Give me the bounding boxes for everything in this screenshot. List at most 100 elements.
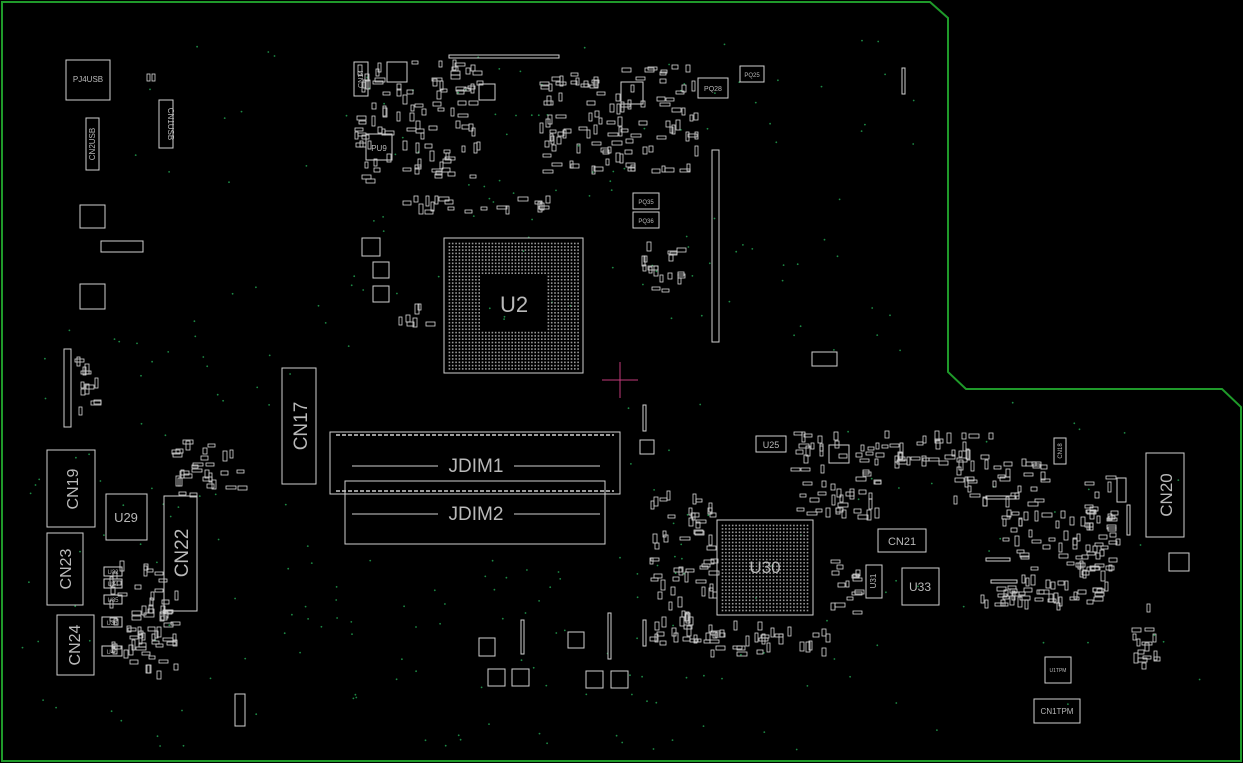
component-u36[interactable]: U36: [101, 616, 123, 628]
u29-label: U29: [114, 510, 138, 525]
pq28-label: PQ28: [704, 86, 722, 93]
cn18-label: CN18: [1058, 443, 1064, 459]
component-jdim2[interactable]: JDIM2: [344, 480, 606, 545]
cn23-label: CN23: [58, 548, 75, 589]
pads-right-edge: [1168, 552, 1190, 572]
component-cn23[interactable]: CN23: [46, 532, 84, 606]
component-u29[interactable]: U29: [105, 493, 148, 541]
cn2usb-label: CN2USB: [88, 128, 97, 160]
u35-label: U35: [107, 598, 119, 604]
u2-ball-grid: [448, 242, 579, 370]
connector-left-small[interactable]: [100, 240, 144, 253]
u30-label: U30: [749, 558, 780, 577]
chip-left-of-u2-b[interactable]: [372, 261, 390, 279]
u40-label: U40: [106, 650, 118, 656]
strip-mid-a: [642, 404, 647, 432]
chip-mid-small[interactable]: [639, 439, 655, 455]
component-u34[interactable]: U34: [103, 578, 123, 589]
chip-top-c[interactable]: [620, 81, 644, 105]
u33-label: U33: [909, 580, 931, 594]
component-cn1tpm[interactable]: CN1TPM: [1033, 698, 1081, 724]
pj4usb-label: PJ4USB: [73, 75, 103, 84]
component-u35[interactable]: U35: [103, 594, 123, 605]
chip-left-of-u2-c[interactable]: [372, 285, 390, 303]
u36-label: U36: [106, 621, 118, 627]
cn19-label: CN19: [65, 468, 82, 509]
component-cn2usb[interactable]: CN2USB: [85, 117, 100, 171]
pu9-label: PU9: [371, 144, 387, 153]
cn1usb-label: CN1USB: [166, 108, 175, 140]
connector-left-strip[interactable]: [63, 348, 72, 428]
u30-ball-grid: [721, 524, 809, 612]
u31-label: U31: [869, 573, 878, 588]
chip-left-of-u2-a[interactable]: [361, 237, 381, 257]
cn14-label: CN14: [358, 70, 365, 88]
chip-u25-right[interactable]: [828, 444, 850, 464]
u2-label: U2: [500, 292, 528, 317]
component-u30[interactable]: U30: [716, 519, 814, 616]
component-cn19[interactable]: CN19: [46, 449, 96, 528]
component-pu9[interactable]: PU9: [365, 133, 393, 161]
u1tpm-label: U1TPM: [1050, 668, 1067, 674]
component-cn1usb[interactable]: CN1USB: [158, 99, 175, 149]
chip-bottom-a[interactable]: [478, 637, 496, 657]
component-u32[interactable]: U32: [103, 566, 123, 577]
chip-bottom-e[interactable]: [585, 670, 604, 689]
component-u31[interactable]: U31: [865, 564, 883, 599]
strip-right-d: [990, 579, 1018, 584]
strip-bottom-a: [520, 619, 525, 655]
connector-top-strip[interactable]: [448, 54, 560, 59]
component-cn17[interactable]: CN17: [281, 367, 317, 485]
component-pj4usb[interactable]: PJ4USB: [65, 59, 111, 101]
component-u1tpm[interactable]: U1TPM: [1044, 656, 1072, 684]
jdim2-label: JDIM2: [449, 504, 504, 525]
cn24-label: CN24: [67, 624, 84, 665]
pq36-label: PQ36: [638, 219, 654, 225]
component-u33[interactable]: U33: [901, 567, 940, 606]
pq25-label: PQ25: [744, 73, 760, 79]
component-cn24[interactable]: CN24: [56, 614, 95, 676]
connector-vertical-long[interactable]: [711, 149, 720, 343]
cn1tpm-label: CN1TPM: [1041, 707, 1074, 716]
component-u25[interactable]: U25: [755, 435, 787, 453]
chip-left-upper[interactable]: [79, 204, 106, 229]
component-u40[interactable]: U40: [101, 645, 123, 657]
chip-bottom-c[interactable]: [487, 668, 506, 687]
component-jdim1[interactable]: JDIM1: [329, 431, 621, 495]
strip-right-a: [1126, 504, 1131, 536]
strip-bottom-c: [642, 619, 647, 647]
component-pq28[interactable]: PQ28: [697, 77, 729, 99]
passive-pads: [74, 59, 1161, 680]
component-cn21[interactable]: CN21: [877, 528, 927, 553]
chip-bottom-d[interactable]: [511, 668, 530, 687]
component-pq25[interactable]: PQ25: [739, 65, 765, 83]
component-pq36[interactable]: PQ36: [632, 211, 660, 229]
jdim1-label: JDIM1: [449, 456, 504, 477]
component-cn18[interactable]: CN18: [1053, 437, 1067, 465]
component-cn22[interactable]: CN22: [163, 495, 198, 612]
connector-top-right[interactable]: [901, 67, 906, 95]
cn22-label: CN22: [172, 529, 193, 578]
chip-top-a[interactable]: [386, 61, 408, 83]
component-cn14[interactable]: CN14: [353, 61, 369, 97]
pq35-label: PQ35: [638, 200, 654, 206]
component-cn20[interactable]: CN20: [1145, 452, 1185, 538]
chip-left-lower[interactable]: [79, 283, 106, 310]
chip-bottom-b[interactable]: [567, 631, 585, 649]
u34-label: U34: [107, 582, 119, 588]
cn20-label: CN20: [1157, 473, 1176, 516]
u32-label: U32: [107, 570, 119, 576]
chip-top-b[interactable]: [478, 83, 496, 101]
strip-bottom-b: [607, 612, 612, 660]
cn21-label: CN21: [888, 536, 916, 548]
connector-bottom-left[interactable]: [234, 693, 246, 727]
connector-cn20-left[interactable]: [1116, 477, 1127, 503]
component-pq35[interactable]: PQ35: [632, 192, 660, 210]
via-dots: [21, 39, 1201, 751]
chip-bottom-f[interactable]: [610, 670, 629, 689]
chip-right-small[interactable]: [811, 351, 838, 367]
component-u2[interactable]: U2: [443, 237, 584, 374]
u25-label: U25: [763, 440, 780, 450]
